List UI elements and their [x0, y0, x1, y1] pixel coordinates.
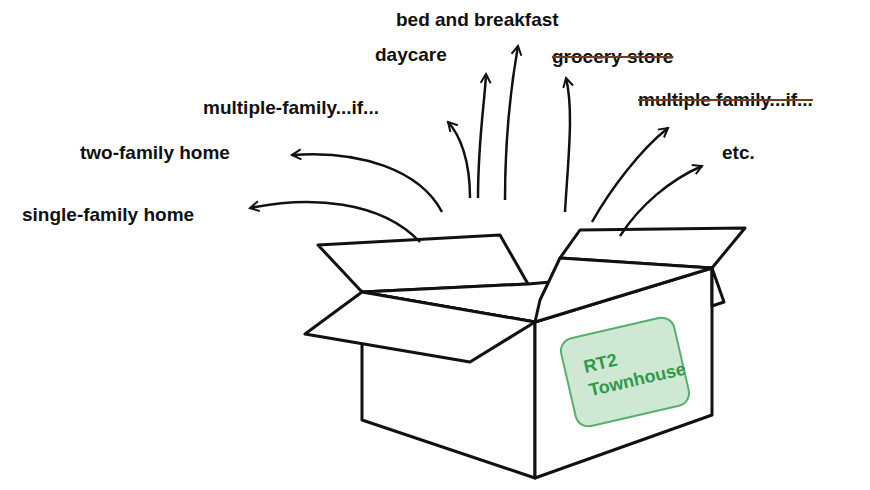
arrows [250, 46, 702, 242]
zone-name: RT2 Townhouse [581, 334, 685, 402]
leader-arrow [620, 166, 702, 236]
leader-arrow [478, 74, 486, 198]
leader-arrow [505, 46, 518, 200]
permitted-use-label: daycare [375, 43, 447, 67]
permitted-use-label: multiple-family...if... [203, 96, 379, 120]
box-flap [305, 292, 535, 362]
permitted-use-label: bed and breakfast [396, 8, 559, 32]
excluded-use-label: multiple family...if... [638, 88, 813, 112]
leader-arrow [292, 154, 442, 212]
leader-arrow [592, 128, 668, 222]
box-flap [535, 258, 712, 322]
leader-arrow [448, 122, 470, 198]
permitted-use-label: single-family home [22, 203, 194, 227]
leader-arrow [565, 78, 570, 212]
excluded-use-label: grocery store [552, 45, 673, 69]
permitted-use-label: etc. [722, 141, 755, 165]
leader-arrow [250, 202, 420, 242]
box-flap [318, 235, 528, 292]
permitted-use-label: two-family home [80, 141, 230, 165]
box-flap [712, 268, 724, 306]
cardboard-box [305, 228, 745, 478]
